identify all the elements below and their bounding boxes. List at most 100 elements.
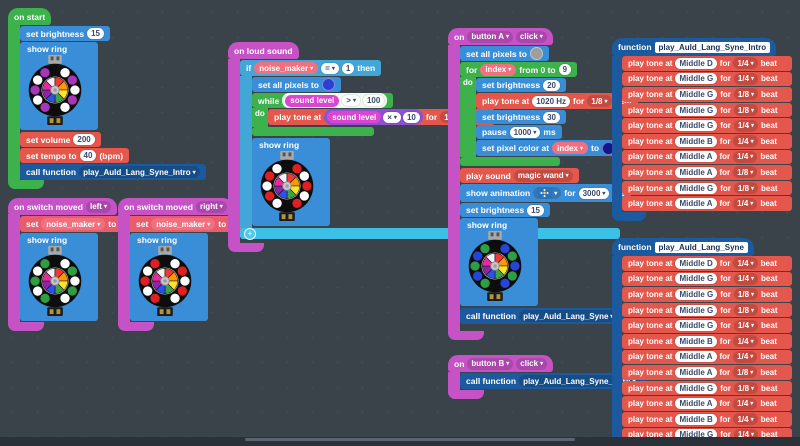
note-dropdown[interactable]: Middle G xyxy=(675,320,718,332)
animation-duration-dropdown[interactable]: 3000▾ xyxy=(578,187,610,199)
event-dropdown[interactable]: click▾ xyxy=(515,30,547,43)
function-definition-hat[interactable]: function play_Auld_Lang_Syne_Intro xyxy=(612,38,777,56)
frequency-field[interactable]: 1020 Hz xyxy=(532,95,571,107)
duration-dropdown[interactable]: 1/8▾ xyxy=(733,166,758,179)
duration-dropdown[interactable]: 1/4▾ xyxy=(733,72,759,85)
duration-dropdown[interactable]: 1/8▾ xyxy=(587,95,612,107)
variable-dropdown[interactable]: index▾ xyxy=(480,63,517,76)
duration-dropdown[interactable]: 1/4▾ xyxy=(733,197,758,210)
on-switch-right-hat[interactable]: on switch moved right▾ xyxy=(118,198,233,215)
function-definition-hat[interactable]: function play_Auld_Lang_Syne xyxy=(612,238,754,256)
on-start-hat[interactable]: on start xyxy=(8,8,52,25)
duration-dropdown[interactable]: 1/4▾ xyxy=(733,350,758,363)
note-dropdown[interactable]: Middle A xyxy=(675,198,717,210)
tempo-value-field[interactable]: 40 xyxy=(79,150,97,161)
call-function-block[interactable]: call function play_Auld_Lang_Syne_Intro▾ xyxy=(20,164,206,180)
event-dropdown[interactable]: click▾ xyxy=(516,357,548,370)
color-swatch[interactable] xyxy=(529,47,543,60)
note-dropdown[interactable]: Middle D xyxy=(675,57,717,69)
show-ring-block[interactable]: show ring xyxy=(460,218,538,306)
brightness-value-field[interactable]: 15 xyxy=(527,204,545,216)
function-dropdown[interactable]: play_Auld_Lang_Syne_Intro▾ xyxy=(79,166,200,178)
set-pixel-color-block[interactable]: set pixel color at index▾ to xyxy=(476,140,622,156)
note-dropdown[interactable]: Middle A xyxy=(675,366,717,378)
note-dropdown[interactable]: Middle G xyxy=(675,429,718,441)
ring-preview[interactable] xyxy=(462,230,528,304)
on-loud-sound-hat[interactable]: on loud sound xyxy=(228,42,299,59)
on-switch-left-hat[interactable]: on switch moved left▾ xyxy=(8,198,117,215)
note-dropdown[interactable]: Middle B xyxy=(675,413,717,425)
comparison-value-field[interactable]: 100 xyxy=(362,95,385,106)
pause-block[interactable]: pause 1000▾ ms xyxy=(476,125,562,139)
duration-dropdown[interactable]: 1/8▾ xyxy=(733,182,759,195)
show-ring-block[interactable]: show ring xyxy=(20,42,98,130)
duration-dropdown[interactable]: 1/4▾ xyxy=(733,413,758,426)
variable-dropdown[interactable]: noise_maker▾ xyxy=(151,218,216,230)
duration-dropdown[interactable]: 1/8▾ xyxy=(733,88,759,101)
note-dropdown[interactable]: Middle G xyxy=(675,104,718,116)
duration-dropdown[interactable]: 1/4▾ xyxy=(733,272,759,285)
direction-dropdown[interactable]: left▾ xyxy=(85,200,111,213)
color-swatch[interactable] xyxy=(321,78,335,91)
play-tone-block[interactable]: play tone at 1020 Hz for 1/8▾ beat xyxy=(476,93,638,109)
sound-level-sensor[interactable]: sound level xyxy=(285,94,340,107)
note-dropdown[interactable]: Middle D xyxy=(675,257,717,269)
note-dropdown[interactable]: Middle B xyxy=(675,335,717,347)
if-block-header[interactable]: if noise_maker▾ =▾ 1 then xyxy=(240,60,382,76)
math-value-field[interactable]: 10 xyxy=(402,111,420,123)
brightness-value-field[interactable]: 30 xyxy=(543,111,561,123)
note-dropdown[interactable]: Middle B xyxy=(675,135,717,147)
comparison-block[interactable]: sound level >▾ 100 xyxy=(282,93,388,108)
duration-dropdown[interactable]: 1/8▾ xyxy=(733,382,759,395)
duration-dropdown[interactable]: 1/4▾ xyxy=(733,335,758,348)
note-dropdown[interactable]: Middle A xyxy=(675,398,717,410)
note-dropdown[interactable]: Middle G xyxy=(675,182,718,194)
duration-dropdown[interactable]: 1/4▾ xyxy=(733,119,759,132)
set-brightness-block[interactable]: set brightness 20 xyxy=(476,78,567,92)
duration-dropdown[interactable]: 1/8▾ xyxy=(733,288,759,301)
duration-dropdown[interactable]: 1/4▾ xyxy=(733,319,759,332)
duration-dropdown[interactable]: 1/4▾ xyxy=(733,257,758,270)
duration-dropdown[interactable]: 1/8▾ xyxy=(733,104,759,117)
ring-preview[interactable] xyxy=(22,54,88,128)
animation-dropdown[interactable]: ▾ xyxy=(533,187,562,199)
note-dropdown[interactable]: Middle A xyxy=(675,166,717,178)
function-dropdown[interactable]: play_Auld_Lang_Syne▾ xyxy=(519,310,618,322)
duration-dropdown[interactable]: 1/4▾ xyxy=(733,397,758,410)
set-all-pixels-block[interactable]: set all pixels to xyxy=(460,46,549,61)
variable-dropdown[interactable]: noise_maker▾ xyxy=(41,218,106,230)
show-ring-block[interactable]: show ring xyxy=(20,233,98,321)
add-else-branch-button[interactable]: + xyxy=(244,227,256,240)
duration-dropdown[interactable]: 1/4▾ xyxy=(733,135,758,148)
on-button-b-hat[interactable]: on button B▾ click▾ xyxy=(448,355,554,372)
variable-dropdown[interactable]: noise_maker▾ xyxy=(254,62,319,74)
note-dropdown[interactable]: Middle G xyxy=(675,73,718,85)
brightness-value-field[interactable]: 20 xyxy=(543,79,561,91)
duration-dropdown[interactable]: 1/8▾ xyxy=(733,366,758,379)
variable-dropdown[interactable]: index▾ xyxy=(552,142,589,154)
show-ring-block[interactable]: show ring xyxy=(130,233,208,321)
brightness-value-field[interactable]: 15 xyxy=(87,28,105,39)
loop-end-value-field[interactable]: 9 xyxy=(558,64,572,75)
comparison-operator-dropdown[interactable]: >▾ xyxy=(342,95,360,106)
math-multiply-block[interactable]: sound level ×▾ 10 xyxy=(324,109,423,125)
note-dropdown[interactable]: Middle G xyxy=(675,120,718,132)
function-name-field[interactable]: play_Auld_Lang_Syne xyxy=(654,241,748,253)
function-name-field[interactable]: play_Auld_Lang_Syne_Intro xyxy=(654,41,771,53)
button-dropdown[interactable]: button A▾ xyxy=(467,30,513,43)
note-dropdown[interactable]: Middle G xyxy=(675,382,718,394)
sound-level-sensor[interactable]: sound level xyxy=(327,111,382,123)
